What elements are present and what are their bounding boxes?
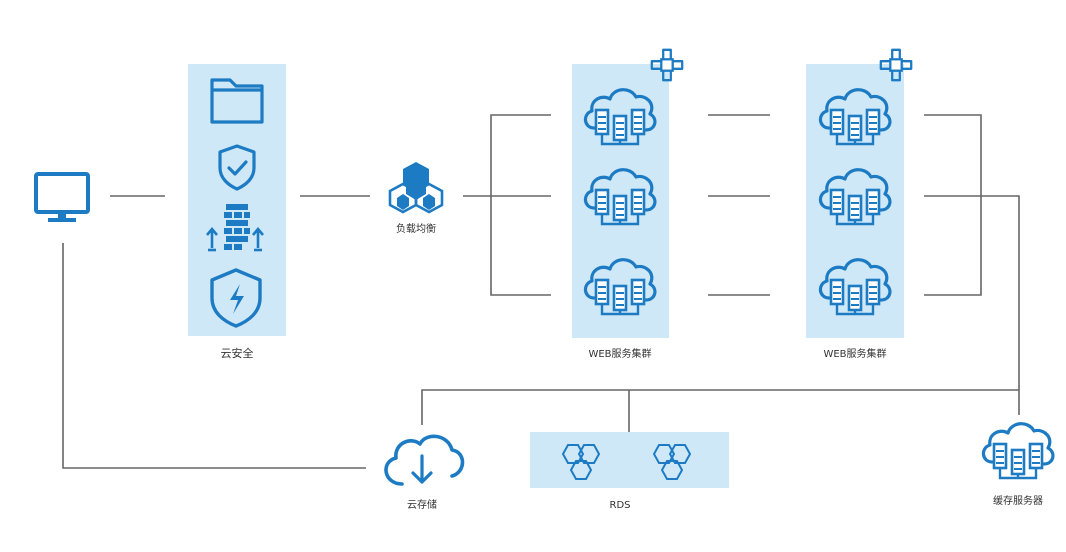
cloud-storage-label: 云存储 [407,498,437,511]
monitor-icon [34,172,90,222]
cache-server-label: 缓存服务器 [993,494,1043,507]
shield-bolt-icon [210,268,262,328]
cloud-download-icon [384,434,465,486]
cloud-security-panel [188,64,286,336]
load-balancer-icon [388,162,444,214]
web-cluster-2-label: WEB服务集群 [823,347,886,360]
folder-icon [210,78,264,124]
rds-panel [530,432,729,488]
cloud-security-label: 云安全 [221,346,254,360]
load-balancer-label: 负载均衡 [396,222,436,235]
cloud-server-icon [981,422,1055,480]
shield-check-icon [218,144,256,191]
firewall-icon [206,204,264,252]
web-cluster-1-label: WEB服务集群 [588,347,651,360]
connection-lines [62,114,1020,469]
rds-label: RDS [610,500,631,511]
